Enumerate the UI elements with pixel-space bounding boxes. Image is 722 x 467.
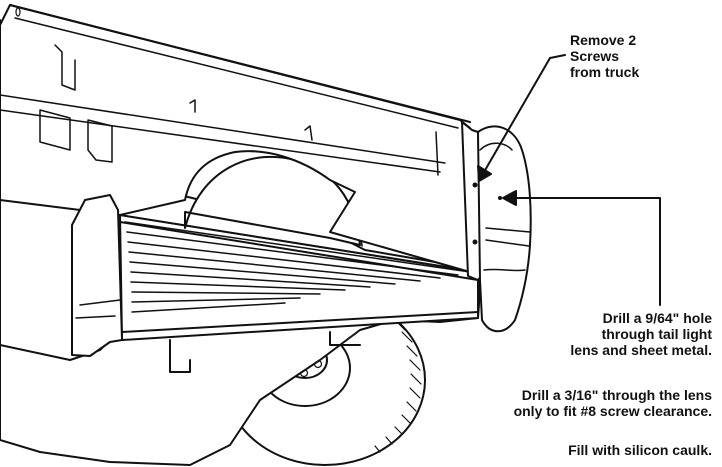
callout-line: through tail light	[601, 326, 712, 342]
bed-rail-lower-2	[0, 109, 441, 173]
tail-light-band	[485, 227, 531, 247]
lens-drill-point	[498, 196, 502, 200]
drill-hole-callout: Drill a 9/64" hole through tail light le…	[570, 310, 712, 358]
callout-line: Screws	[570, 48, 620, 64]
pillar-screw-hole	[472, 182, 478, 188]
callout-line: Drill a 3/16" through the lens	[521, 387, 712, 403]
remove-screws-callout: Remove 2 Screws from truck	[570, 32, 639, 80]
left-bed-front	[71, 194, 123, 357]
leader-remove-screws	[477, 54, 566, 182]
drill-lens-callout: Drill a 3/16" through the lens only to f…	[514, 387, 712, 419]
bed-rear-post	[435, 131, 439, 176]
callout-line: from truck	[570, 64, 640, 80]
leader-drill-hole	[502, 190, 661, 306]
callout-line: Drill a 9/64" hole	[602, 310, 712, 326]
callout-line: only to fit #8 screw clearance.	[513, 403, 712, 419]
fill-caulk-callout: Fill with silicon caulk.	[568, 442, 712, 458]
bed-wall	[0, 4, 471, 273]
callout-line: Remove 2	[570, 32, 637, 48]
tie-hook	[304, 125, 313, 141]
wall-slot	[39, 109, 71, 151]
bumper-mount	[169, 331, 361, 373]
tail-light-edge	[479, 142, 513, 151]
stake-pocket	[54, 44, 76, 91]
tail-light	[477, 125, 532, 333]
bed-floor-ribs	[124, 221, 471, 313]
rail-hole	[15, 7, 21, 17]
pillar-screw-hole	[472, 239, 478, 245]
bed-rail-lower	[0, 94, 446, 164]
callout-line: Fill with silicon caulk.	[568, 442, 712, 458]
bed-rail-lip	[14, 17, 459, 129]
tailgate-bottom-edge	[121, 311, 479, 333]
left-bed-front-edge	[75, 299, 121, 319]
tire-tread	[374, 319, 422, 453]
wall-slot	[87, 119, 113, 163]
tie-hook	[189, 99, 196, 113]
tail-light-lower	[483, 268, 526, 272]
bed-rail-top	[9, 4, 471, 123]
callout-line: lens and sheet metal.	[570, 342, 712, 358]
